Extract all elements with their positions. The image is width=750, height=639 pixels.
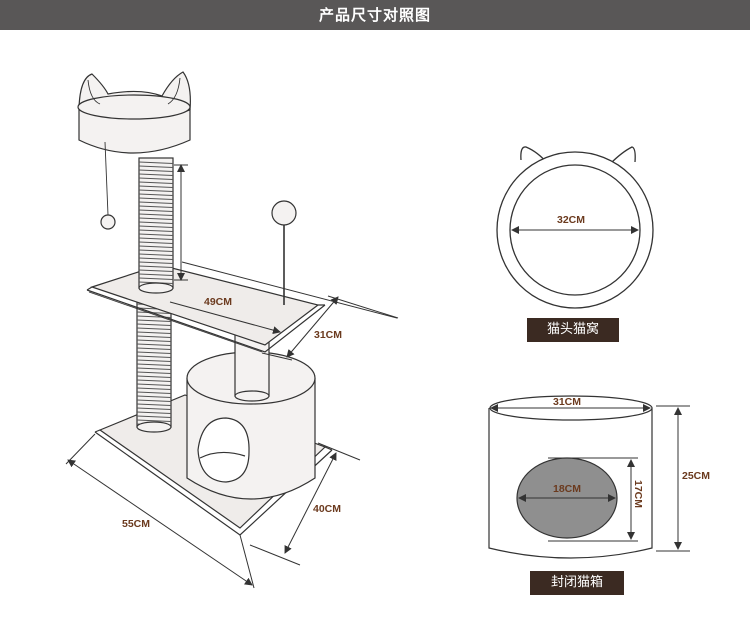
post-height-dimension: 49CM xyxy=(204,296,232,308)
lower-post xyxy=(136,299,172,433)
box-height-dimension: 25CM xyxy=(682,470,710,482)
tree-platform xyxy=(86,264,326,353)
page-title: 产品尺寸对照图 xyxy=(0,0,750,30)
cat-head-bed-diagram xyxy=(496,146,654,309)
hut-entrance xyxy=(197,417,250,483)
box-width-dimension: 31CM xyxy=(553,396,581,408)
bed-label: 猫头猫窝 xyxy=(527,318,619,342)
tree-hut xyxy=(186,317,316,500)
hole-height-dimension: 17CM xyxy=(632,480,644,508)
platform-depth-dimension: 31CM xyxy=(314,329,342,341)
tree-dimension-lines xyxy=(65,164,399,589)
enclosed-box-diagram xyxy=(488,395,690,559)
top-cat-bed xyxy=(77,71,191,230)
base-width-dimension: 55CM xyxy=(122,518,150,530)
box-label: 封闭猫箱 xyxy=(530,571,624,595)
bed-diameter-dimension: 32CM xyxy=(557,214,585,226)
ball-toy xyxy=(271,200,297,305)
base-depth-dimension: 40CM xyxy=(313,503,341,515)
hole-width-dimension: 18CM xyxy=(553,483,581,495)
upper-post xyxy=(138,157,174,294)
